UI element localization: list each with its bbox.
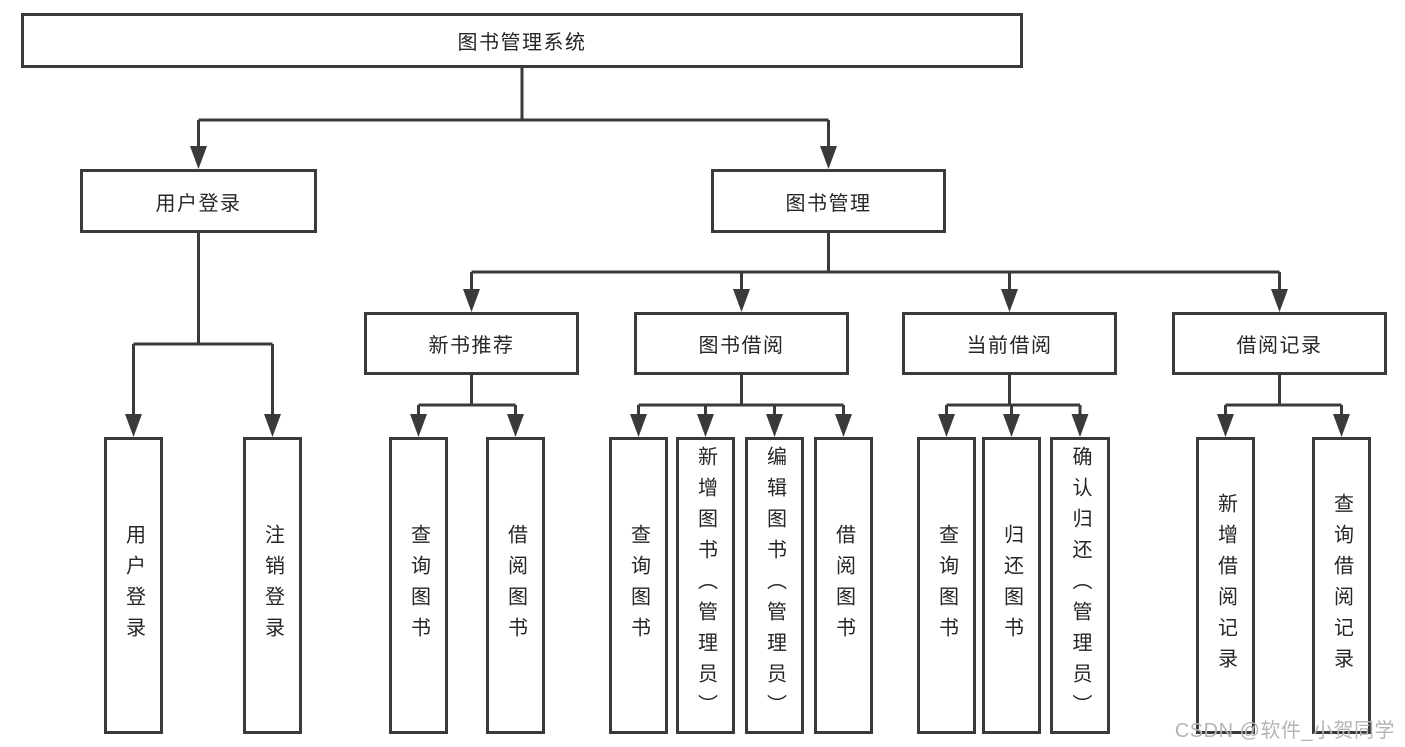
arrow-down-icon (697, 414, 714, 437)
arrow-down-icon (835, 414, 852, 437)
leaf-add-borrow-record: 新增借阅记录 (1196, 437, 1255, 734)
leaf-user-login: 用户登录 (104, 437, 163, 734)
leaf-confirm-return-admin: 确认归还（管理员） (1050, 437, 1110, 734)
tree-branch-lines (132, 68, 1343, 418)
node-user-login: 用户登录 (80, 169, 317, 233)
leaf-add-books-admin: 新增图书（管理员） (676, 437, 735, 734)
leaf-logout: 注销登录 (243, 437, 302, 734)
leaf-borrow-books-recommend: 借阅图书 (486, 437, 545, 734)
arrow-down-icon (1271, 289, 1288, 312)
leaf-return-books: 归还图书 (982, 437, 1041, 734)
leaf-borrow-books: 借阅图书 (814, 437, 873, 734)
arrow-down-icon (938, 414, 955, 437)
arrow-down-icon (507, 414, 524, 437)
arrow-down-icon (766, 414, 783, 437)
leaf-query-borrow-record: 查询借阅记录 (1312, 437, 1371, 734)
arrow-down-icon (125, 414, 142, 437)
node-book-management: 图书管理 (711, 169, 946, 233)
arrow-down-icon (733, 289, 750, 312)
arrow-down-icon (190, 146, 207, 169)
leaf-query-books-borrowing: 查询图书 (609, 437, 668, 734)
node-borrowing-records: 借阅记录 (1172, 312, 1387, 375)
arrow-down-icon (1071, 414, 1089, 437)
arrow-down-icon (820, 146, 837, 169)
csdn-watermark: CSDN @软件_小贺同学 (1174, 720, 1395, 742)
arrow-down-icon (1003, 414, 1020, 437)
arrow-down-icon (410, 414, 427, 437)
arrow-down-icon (463, 289, 480, 312)
arrow-down-icon (630, 414, 647, 437)
leaf-query-books-recommend: 查询图书 (389, 437, 448, 734)
arrow-down-icon (264, 414, 281, 437)
leaf-query-books-current: 查询图书 (917, 437, 976, 734)
node-new-book-recommendation: 新书推荐 (364, 312, 579, 375)
arrow-down-icon (1001, 289, 1018, 312)
arrow-down-icon (1333, 414, 1350, 437)
arrow-down-icon (1217, 414, 1234, 437)
arrowhead-icons (125, 146, 1350, 437)
node-book-borrowing: 图书借阅 (634, 312, 849, 375)
node-library-management-system: 图书管理系统 (21, 13, 1023, 68)
leaf-edit-books-admin: 编辑图书（管理员） (745, 437, 804, 734)
node-current-borrowing: 当前借阅 (902, 312, 1117, 375)
